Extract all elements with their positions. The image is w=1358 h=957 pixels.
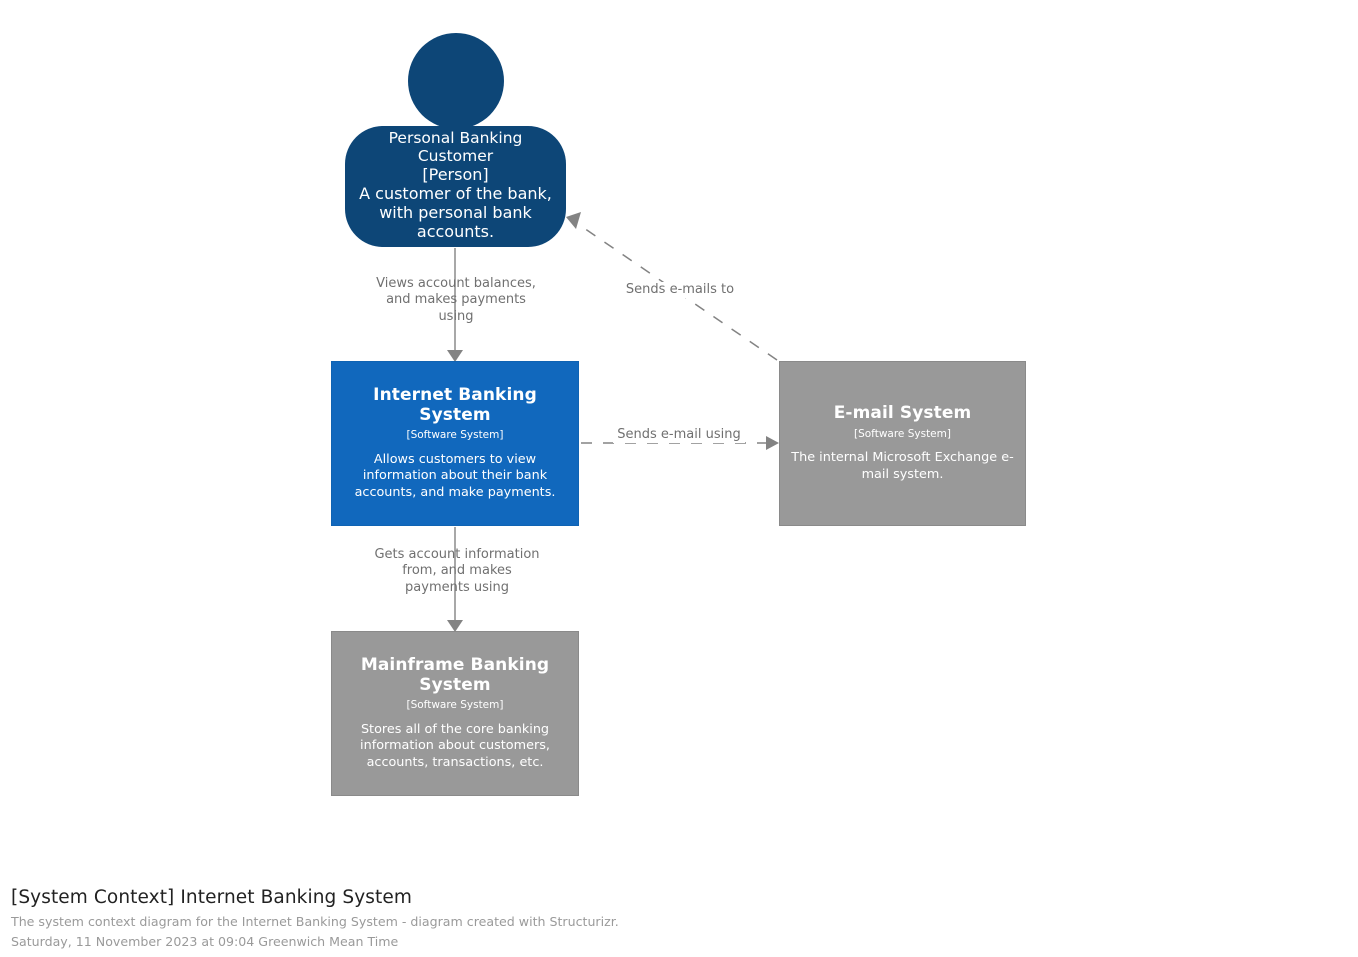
diagram-footer: [System Context] Internet Banking System… xyxy=(11,886,911,951)
node-description: Stores all of the core banking informati… xyxy=(360,721,550,770)
node-type: [Software System] xyxy=(854,427,951,440)
diagram-timestamp: Saturday, 11 November 2023 at 09:04 Gree… xyxy=(11,933,399,949)
node-type: [Software System] xyxy=(406,699,504,712)
diagram-title: [System Context] Internet Banking System xyxy=(11,887,412,908)
node-description: The internal Microsoft Exchange e-mail s… xyxy=(791,450,1014,482)
node-email-system[interactable]: E-mail System [Software System] The inte… xyxy=(779,361,1026,526)
edge-label-internet-banking-to-email: Sends e-mail using xyxy=(613,427,745,444)
node-internet-banking-system[interactable]: Internet Banking System [Software System… xyxy=(331,361,579,526)
node-type: [Person] xyxy=(422,164,489,184)
edge-label-customer-to-internet-banking: Views account balances, and makes paymen… xyxy=(376,276,536,324)
node-name: Internet Banking System xyxy=(373,384,537,425)
diagram-subtitle: The system context diagram for the Inter… xyxy=(11,913,619,929)
edge-label-email-to-customer: Sends e-mails to xyxy=(600,282,760,299)
node-description: A customer of the bank, with personal ba… xyxy=(359,183,552,241)
node-name: Mainframe Banking System xyxy=(360,654,550,695)
node-name: Personal Banking Customer xyxy=(388,128,523,165)
node-name: E-mail System xyxy=(833,402,972,423)
person-body: Personal Banking Customer [Person] A cus… xyxy=(345,126,566,247)
node-personal-banking-customer[interactable]: Personal Banking Customer [Person] A cus… xyxy=(345,33,566,247)
person-head-icon xyxy=(408,33,504,129)
edge-label-internet-banking-to-mainframe: Gets account information from, and makes… xyxy=(374,547,540,595)
node-type: [Software System] xyxy=(406,429,504,442)
node-description: Allows customers to view information abo… xyxy=(354,451,556,500)
node-mainframe-banking-system[interactable]: Mainframe Banking System [Software Syste… xyxy=(331,631,579,796)
